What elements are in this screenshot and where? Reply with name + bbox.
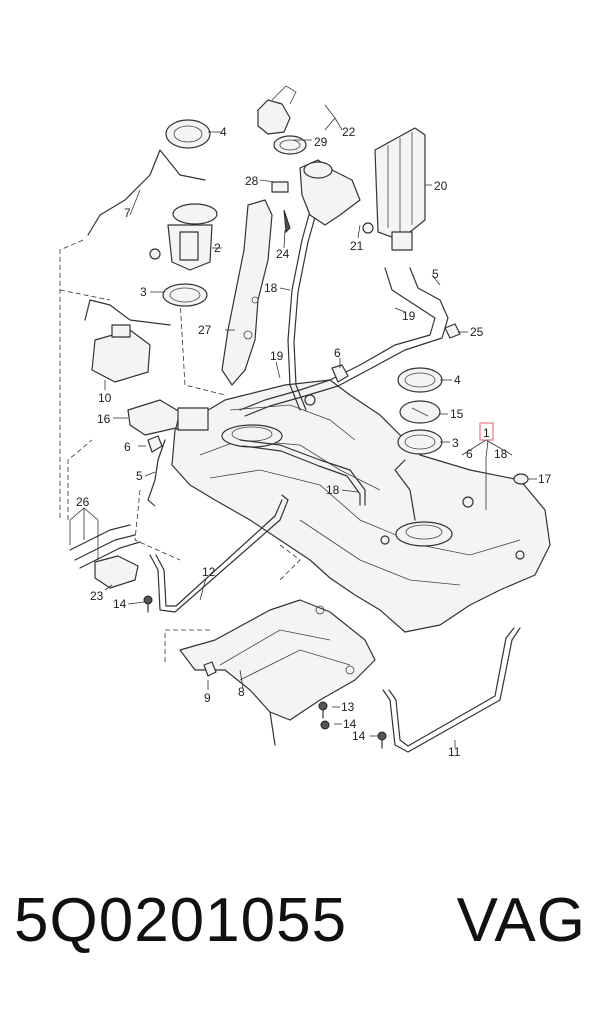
callout-3: 3 xyxy=(452,436,459,450)
callout-labels: 1 2 3 3 4 4 5 5 6 6 6 7 8 9 10 11 12 13 … xyxy=(76,125,552,759)
callout-18: 18 xyxy=(494,447,508,461)
callout-13: 13 xyxy=(341,700,355,714)
leader-lines xyxy=(69,104,537,748)
callout-16: 16 xyxy=(97,412,111,426)
callout-20: 20 xyxy=(434,179,448,193)
callout-14: 14 xyxy=(113,597,127,611)
callout-23: 23 xyxy=(90,589,104,603)
heat-shield-8 xyxy=(179,599,376,746)
callout-18: 18 xyxy=(264,281,278,295)
callout-26: 26 xyxy=(76,495,90,509)
callout-2: 2 xyxy=(214,241,221,255)
callout-3: 3 xyxy=(140,285,147,299)
callout-24: 24 xyxy=(276,247,290,261)
callout-1: 1 xyxy=(483,426,490,440)
fasteners xyxy=(203,661,387,749)
callout-10: 10 xyxy=(98,391,112,405)
charcoal-canister xyxy=(362,127,426,251)
callout-19: 19 xyxy=(402,309,416,323)
callout-22: 22 xyxy=(342,125,356,139)
brand-text: VAG xyxy=(456,886,586,955)
callout-28: 28 xyxy=(245,174,259,188)
fuel-pump xyxy=(149,119,218,307)
callout-29: 29 xyxy=(314,135,328,149)
plug-17 xyxy=(513,473,529,485)
caption: 5Q0201055 VAG xyxy=(0,885,600,995)
callout-4: 4 xyxy=(454,373,461,387)
sender-seals-right xyxy=(394,367,443,521)
callout-25: 25 xyxy=(470,325,484,339)
callout-9: 9 xyxy=(204,691,211,705)
callout-11: 11 xyxy=(448,745,461,759)
callout-5: 5 xyxy=(136,469,143,483)
callout-6: 6 xyxy=(124,440,131,454)
clips xyxy=(147,323,461,507)
tank-shield-27 xyxy=(221,199,273,386)
callout-12: 12 xyxy=(202,565,216,579)
part-number-text: 5Q0201055 xyxy=(14,886,348,955)
callout-19: 19 xyxy=(270,349,284,363)
callout-15: 15 xyxy=(450,407,464,421)
fuel-tank xyxy=(171,379,551,633)
callout-6: 6 xyxy=(466,447,473,461)
callout-18: 18 xyxy=(326,483,340,497)
wiring-harness xyxy=(69,524,141,589)
callout-27: 27 xyxy=(198,323,212,337)
callout-6: 6 xyxy=(334,346,341,360)
strap-11 xyxy=(382,627,521,753)
callout-14: 14 xyxy=(343,717,357,731)
filler-neck xyxy=(257,85,361,234)
fuel-tank-exploded-diagram: 1 2 3 3 4 4 5 5 6 6 6 7 8 9 10 11 12 13 … xyxy=(59,85,552,759)
fuel-lines xyxy=(87,149,449,506)
fuel-pump-control-unit xyxy=(84,299,209,436)
callout-14: 14 xyxy=(352,729,366,743)
callout-17: 17 xyxy=(538,472,552,486)
callout-5: 5 xyxy=(432,267,439,281)
callout-4: 4 xyxy=(220,125,227,139)
callout-7: 7 xyxy=(124,206,131,220)
highlight-box xyxy=(479,422,494,441)
reference-dashed-lines xyxy=(59,239,301,665)
callout-8: 8 xyxy=(238,685,245,699)
callout-21: 21 xyxy=(350,239,364,253)
strap-12 xyxy=(143,494,289,613)
